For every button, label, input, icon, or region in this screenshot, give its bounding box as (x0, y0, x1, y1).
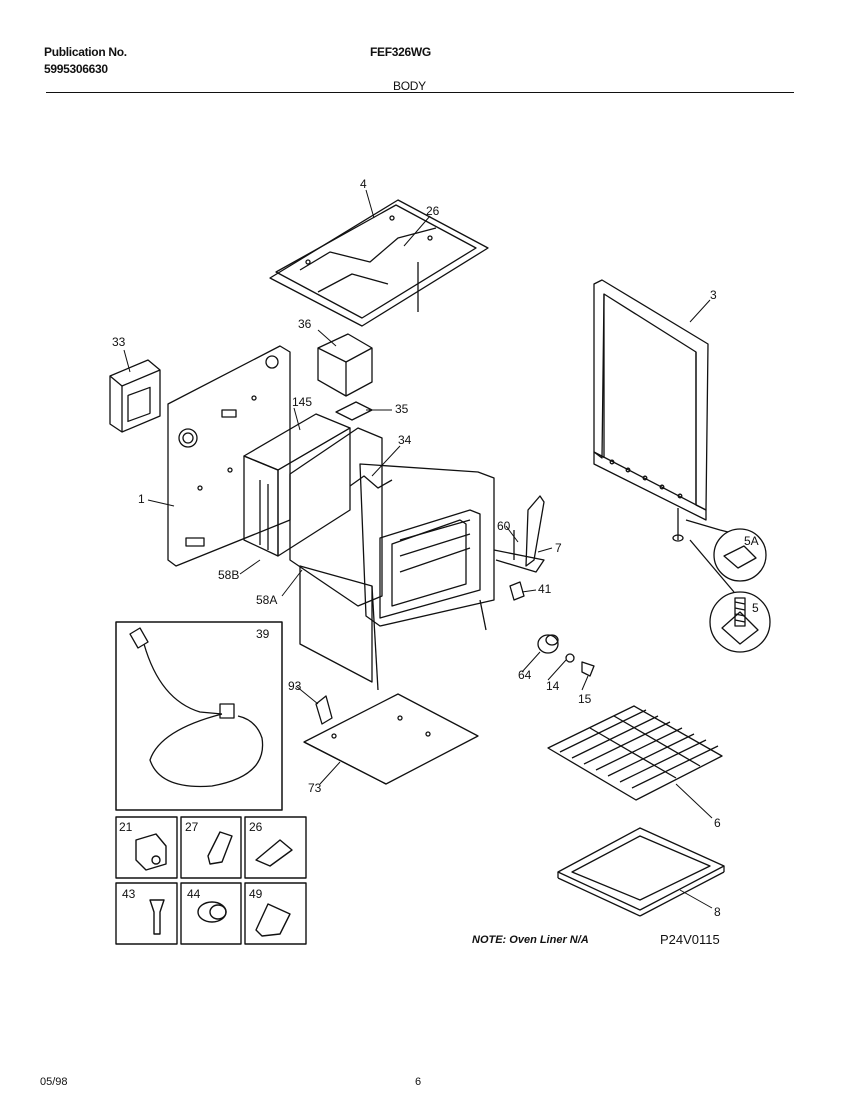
callout-labels: 4 26 3 36 33 145 35 34 1 60 7 5A 58B 58A… (112, 177, 759, 919)
part-back-panel (167, 345, 291, 567)
box-label-27: 27 (185, 820, 199, 834)
publication-label: Publication No. (44, 45, 127, 59)
callout-1: 1 (138, 492, 145, 506)
callout-5: 5 (752, 601, 759, 615)
callout-73: 73 (308, 781, 322, 795)
part-oven-cabinet (289, 427, 495, 691)
callout-39: 39 (256, 627, 270, 641)
callout-3: 3 (710, 288, 717, 302)
callout-93: 93 (288, 679, 302, 693)
part-broiler-pan (557, 827, 725, 917)
callout-41: 41 (538, 582, 552, 596)
box-label-49: 49 (249, 887, 263, 901)
part-top-panel (269, 199, 489, 327)
box-label-43: 43 (122, 887, 136, 901)
publication-number: 5995306630 (44, 62, 108, 76)
inset-power-cord (115, 621, 283, 811)
callout-60: 60 (497, 519, 511, 533)
part-door-handle (493, 495, 545, 573)
callout-4: 4 (360, 177, 367, 191)
part-vent-bracket (317, 333, 373, 397)
callout-7: 7 (555, 541, 562, 555)
callout-15: 15 (578, 692, 592, 706)
footer-date: 05/98 (40, 1076, 68, 1088)
callout-6: 6 (714, 816, 721, 830)
leader-lines (123, 189, 713, 909)
part-insulation (243, 413, 351, 557)
part-small-plate (335, 401, 373, 421)
part-bottom-panel (303, 693, 479, 785)
callout-58B: 58B (218, 568, 239, 582)
small-parts-grid (115, 816, 307, 945)
part-door-frame (593, 279, 709, 542)
header-rule (46, 92, 794, 93)
section-title: BODY (393, 79, 426, 93)
callout-145: 145 (292, 395, 312, 409)
figure-code: P24V0115 (660, 932, 720, 947)
box-label-26: 26 (249, 820, 263, 834)
oven-liner-note: NOTE: Oven Liner N/A (472, 934, 589, 946)
callout-64: 64 (518, 668, 532, 682)
callout-58A: 58A (256, 593, 277, 607)
callout-8: 8 (714, 905, 721, 919)
callout-33: 33 (112, 335, 126, 349)
inset-leveling-legs (685, 519, 771, 653)
part-hinge-pin (509, 581, 525, 601)
callout-26: 26 (426, 204, 440, 218)
callout-34: 34 (398, 433, 412, 447)
callout-14: 14 (546, 679, 560, 693)
footer-page-number: 6 (415, 1076, 422, 1088)
callout-5A: 5A (744, 534, 759, 548)
box-label-21: 21 (119, 820, 133, 834)
callout-35: 35 (395, 402, 409, 416)
part-terminal-block (109, 359, 161, 433)
callout-36: 36 (298, 317, 312, 331)
part-vent-wire (349, 475, 393, 489)
box-label-44: 44 (187, 887, 201, 901)
part-knob-assembly (537, 634, 595, 677)
part-oven-rack (547, 705, 723, 801)
model-number: FEF326WG (370, 45, 431, 59)
